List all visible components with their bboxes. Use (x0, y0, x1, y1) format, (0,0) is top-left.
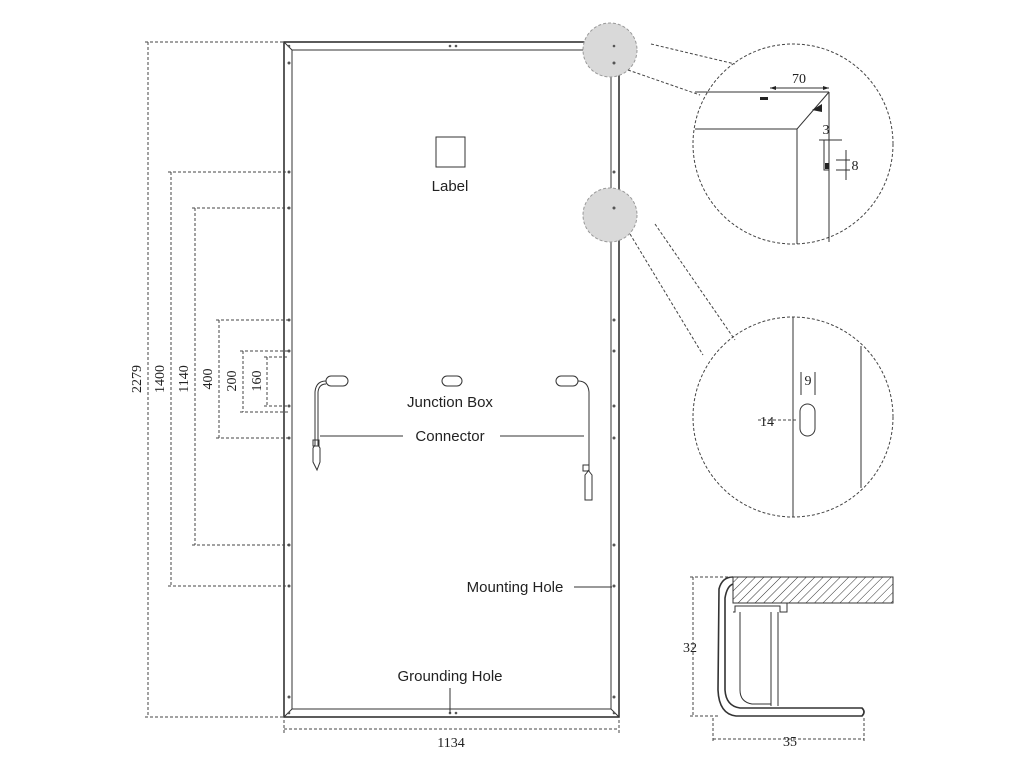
corner-detail-highlight (582, 22, 638, 78)
slot-detail (629, 223, 894, 518)
dim-160: 160 (250, 371, 265, 392)
dim-1134: 1134 (437, 736, 464, 751)
slot-detail-highlight (582, 187, 638, 243)
dim-2279: 2279 (130, 365, 145, 393)
frame-profile (690, 576, 894, 743)
dim-corner-3: 3 (823, 123, 830, 138)
label-text: Label (432, 178, 469, 195)
junction-box-assembly (312, 375, 593, 501)
dim-corner-70: 70 (792, 72, 806, 87)
panel-frame (283, 41, 620, 718)
dim-1400: 1400 (153, 365, 168, 393)
dim-frame-35: 35 (783, 735, 797, 750)
left-cable-box (325, 375, 349, 387)
dimension-width (283, 720, 620, 733)
mounting-slot (799, 403, 816, 437)
corner-detail (627, 43, 894, 245)
mounting-hole-label: Mounting Hole (467, 579, 564, 596)
dim-slot-14: 14 (760, 415, 774, 430)
dim-400: 400 (201, 369, 216, 390)
connector-label: Connector (415, 428, 484, 445)
left-cable (312, 380, 327, 472)
grounding-hole-label: Grounding Hole (397, 668, 502, 685)
frame-holes (287, 44, 616, 715)
dim-200: 200 (225, 371, 240, 392)
junction-box-label: Junction Box (407, 394, 493, 411)
junction-box (441, 375, 463, 387)
label-box (435, 136, 466, 168)
dimension-lines-left (145, 41, 289, 718)
dim-slot-9: 9 (805, 374, 812, 389)
dim-frame-32: 32 (683, 641, 697, 656)
dim-corner-8: 8 (852, 159, 859, 174)
right-cable (577, 380, 593, 501)
right-cable-box (555, 375, 579, 387)
dim-1140: 1140 (177, 365, 192, 392)
